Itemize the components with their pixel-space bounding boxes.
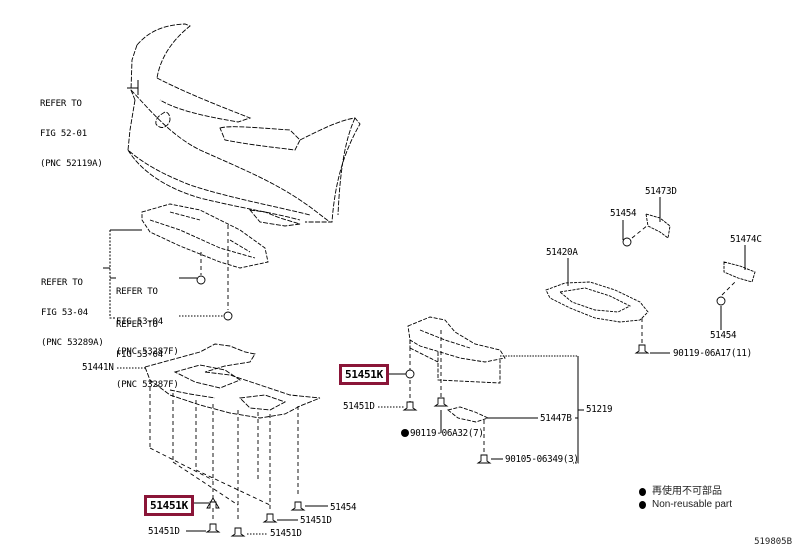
- part-label-51473d[interactable]: 51473D: [645, 186, 677, 197]
- reference-pnc: (PNC 52119A): [40, 159, 103, 169]
- filled-circle-icon: [639, 500, 646, 509]
- reference-note-bumper: REFER TO FIG 52-01 (PNC 52119A): [40, 79, 103, 179]
- engine-undercover-drawing: [144, 343, 321, 419]
- undercover-rear-drawing: [407, 316, 506, 423]
- guide-lines: [149, 224, 736, 522]
- reference-line: REFER TO: [40, 99, 82, 109]
- legend-label-japanese: 再使用不可部品: [652, 486, 722, 497]
- bumper-cover-drawing: [127, 23, 361, 227]
- legend-item: Non-reusable part: [639, 498, 732, 511]
- upper-shield-drawing: [141, 203, 269, 269]
- part-label-51451d-lower-left[interactable]: 51451D: [148, 526, 180, 537]
- part-label-51454-lower[interactable]: 51454: [330, 502, 357, 513]
- part-label-90105-06349[interactable]: 90105-06349(3): [505, 454, 579, 465]
- reference-figure[interactable]: FIG 53-04: [116, 317, 163, 327]
- part-label-51454-right[interactable]: 51454: [710, 330, 737, 341]
- reference-pnc: (PNC 53289A): [41, 338, 104, 348]
- part-label-51451d-lower-right[interactable]: 51451D: [300, 515, 332, 526]
- reference-pnc: (PNC 53287F): [116, 380, 179, 390]
- part-label-51219[interactable]: 51219: [586, 404, 613, 415]
- part-label-51454-upper[interactable]: 51454: [610, 208, 637, 219]
- bracket-drawings: [645, 213, 756, 283]
- reference-line: REFER TO: [116, 320, 158, 330]
- part-label-51447b[interactable]: 51447B: [540, 413, 572, 424]
- reference-note-clip-2: REFER TO FIG 53-04 (PNC 53287F): [116, 300, 179, 400]
- legend: 再使用不可部品 Non-reusable part: [639, 485, 732, 511]
- part-label-90119-06a17[interactable]: 90119-06A17(11): [673, 348, 752, 359]
- figure-number: 519805B: [754, 537, 792, 547]
- reference-line: REFER TO: [41, 278, 83, 288]
- reference-line: REFER TO: [116, 287, 158, 297]
- part-label-51420a[interactable]: 51420A: [546, 247, 578, 258]
- part-label-51451k-highlighted[interactable]: 51451K: [339, 364, 389, 385]
- legend-label-english: Non-reusable part: [652, 499, 733, 510]
- part-label-51451d[interactable]: 51451D: [343, 401, 375, 412]
- non-reusable-marker-icon: [401, 429, 409, 437]
- part-label-51451d-lower-center[interactable]: 51451D: [270, 528, 302, 539]
- reference-note-clip-1: REFER TO FIG 53-04 (PNC 53287F): [116, 267, 179, 367]
- reference-figure[interactable]: FIG 52-01: [40, 129, 87, 139]
- reference-figure[interactable]: FIG 53-04: [116, 350, 163, 360]
- part-label-51474c[interactable]: 51474C: [730, 234, 762, 245]
- part-label-51441n[interactable]: 51441N: [82, 362, 114, 373]
- center-tray-drawing: [545, 281, 649, 323]
- reference-note-shield: REFER TO FIG 53-04 (PNC 53289A): [41, 258, 104, 358]
- reference-figure[interactable]: FIG 53-04: [41, 308, 88, 318]
- part-label-51451k-highlighted-lower[interactable]: 51451K: [144, 495, 194, 516]
- reference-pnc: (PNC 53287F): [116, 347, 179, 357]
- part-label-90119-06a32[interactable]: 90119-06A32(7): [410, 428, 484, 439]
- leader-lines: [103, 80, 746, 535]
- fastener-drawings: [196, 237, 726, 537]
- legend-item: 再使用不可部品: [639, 485, 732, 498]
- filled-circle-icon: [639, 487, 646, 496]
